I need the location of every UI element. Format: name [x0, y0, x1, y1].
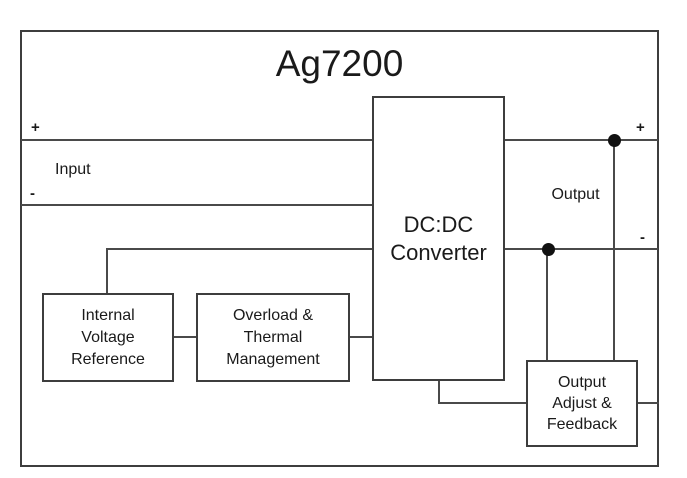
output-label: Output	[551, 186, 600, 203]
diagram-frame	[20, 30, 659, 467]
diagram-title: Ag7200	[275, 43, 404, 84]
block-internal-voltage-reference-line1: Internal	[81, 306, 135, 324]
block-overload-thermal-management-line2: Thermal	[243, 328, 303, 346]
wire-plus-sense-drop	[613, 140, 615, 361]
wire-input-plus-rail	[21, 139, 658, 141]
wire-converter-drop	[438, 380, 440, 403]
output-minus-sign: -	[640, 229, 645, 246]
block-overload-thermal-management-line1: Overload &	[232, 306, 314, 324]
output-plus-sign: +	[636, 119, 645, 136]
input-plus-sign: +	[31, 119, 40, 136]
wire-feedback-to-frame	[637, 402, 659, 404]
block-output-adjust-feedback-line2: Adjust &	[552, 395, 612, 412]
block-output-adjust-feedback-line3: Feedback	[546, 416, 618, 433]
block-dcdc-converter-line1: DC:DC	[403, 211, 474, 237]
wire-converter-to-feedback	[438, 402, 527, 404]
wire-output-minus-rail	[504, 248, 658, 250]
wire-overload-to-converter	[349, 336, 373, 338]
block-dcdc-converter: DC:DC Converter	[372, 96, 505, 381]
block-dcdc-converter-line2: Converter	[390, 239, 487, 265]
block-output-adjust-feedback-line1: Output	[557, 374, 607, 391]
block-overload-thermal-management-line3: Management	[226, 350, 320, 368]
junction-dot-output-minus	[542, 243, 555, 256]
input-minus-sign: -	[30, 185, 35, 202]
wire-minus-sense-drop	[546, 249, 548, 361]
wire-reference-to-converter	[106, 248, 373, 250]
block-internal-voltage-reference-line2: Voltage	[81, 328, 135, 346]
block-output-adjust-feedback: Output Adjust & Feedback	[526, 360, 638, 447]
junction-dot-output-plus	[608, 134, 621, 147]
block-internal-voltage-reference: Internal Voltage Reference	[42, 293, 174, 382]
wire-input-minus-rail	[21, 204, 373, 206]
block-overload-thermal-management: Overload & Thermal Management	[196, 293, 350, 382]
wire-reference-riser	[106, 249, 108, 294]
wire-reference-to-overload	[173, 336, 197, 338]
block-internal-voltage-reference-line3: Reference	[71, 350, 145, 368]
input-label: Input	[55, 161, 91, 178]
